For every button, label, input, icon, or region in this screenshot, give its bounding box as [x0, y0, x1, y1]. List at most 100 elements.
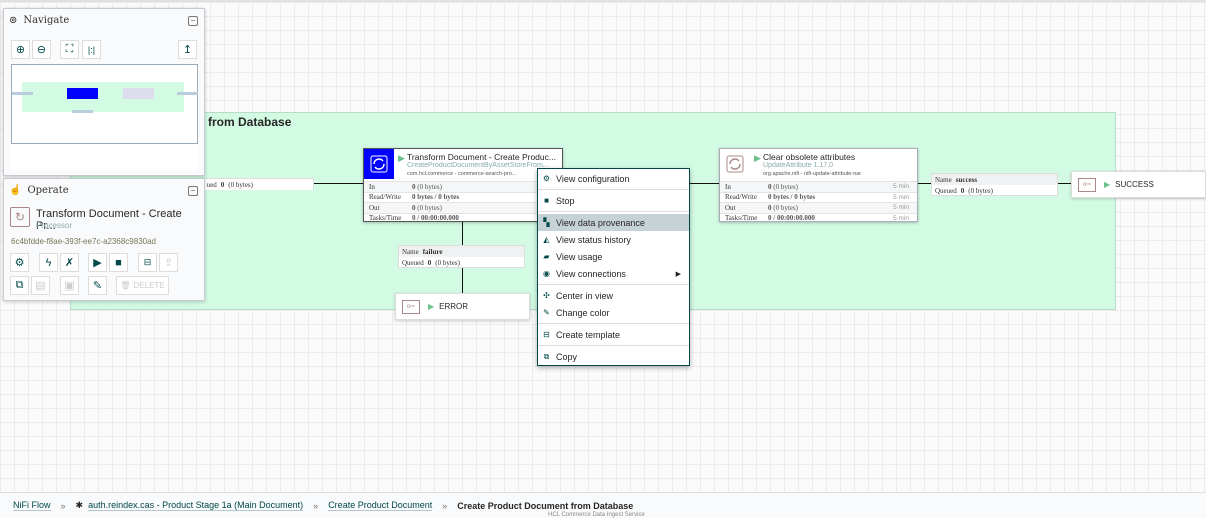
stat-bytes: (0 bytes) — [417, 182, 442, 191]
minimize-button[interactable]: − — [188, 16, 198, 26]
stat-value: 0 — [412, 182, 416, 191]
stat-label: Read/Write — [369, 193, 401, 202]
menu-item-view-configuration[interactable]: ⚙ View configuration — [538, 170, 689, 187]
processor-bundle: org.apache.nifi - nifi-update-attribute-… — [763, 171, 862, 177]
upload-template-button[interactable]: ⇪ — [159, 253, 178, 272]
create-template-button[interactable]: ⊟ — [138, 253, 157, 272]
running-icon: ▶ — [428, 302, 435, 311]
actual-size-button[interactable]: |:| — [82, 40, 101, 59]
menu-item-copy[interactable]: ⧉Copy — [538, 348, 689, 365]
menu-item-view-data-provenance[interactable]: ▚View data provenance — [538, 214, 689, 231]
menu-item-label: Center in view — [556, 290, 614, 301]
stat-time: 5 min — [893, 214, 909, 222]
menu-item-label: Change color — [556, 307, 610, 318]
copy-button[interactable]: ⧉ — [10, 276, 29, 295]
menu-item-view-connections[interactable]: ◉View connections▶ — [538, 265, 689, 282]
paintbrush-icon: ✎ — [543, 308, 550, 317]
queued-value: 0 — [220, 180, 225, 189]
processor-bundle: com.hcl.commerce - commerce-search-pro..… — [407, 171, 517, 177]
group-button[interactable]: ▣ — [60, 276, 79, 295]
menu-item-create-template[interactable]: ⊟ Create template — [538, 326, 689, 343]
connection-name: success — [955, 175, 978, 184]
stat-bytes: (0 bytes) — [773, 182, 798, 191]
stat-bytes: (0 bytes) — [417, 203, 442, 212]
menu-item-stop[interactable]: ■ Stop — [538, 192, 689, 209]
template-icon: ⊟ — [543, 330, 550, 339]
stat-time: 5 min — [893, 204, 909, 212]
minimize-button[interactable]: − — [188, 186, 198, 196]
connection-name: failure — [422, 247, 443, 256]
connection-line-success-1[interactable] — [690, 183, 720, 184]
menu-item-label: Create template — [556, 329, 621, 340]
stop-icon: ■ — [544, 196, 549, 205]
disable-button[interactable]: ✗ — [60, 253, 79, 272]
delete-button[interactable]: 🗑DELETE — [116, 276, 169, 295]
menu-item-label: View configuration — [556, 173, 630, 184]
context-menu: ⚙ View configuration ■ Stop ▚View data pro… — [537, 168, 690, 366]
breadcrumb-create-product-document[interactable]: Create Product Document — [328, 500, 433, 511]
menu-item-label: View usage — [556, 251, 603, 262]
navigate-panel: ⊚Navigate − ⊕ ⊖ ⛶ |:| ↥ — [3, 8, 205, 176]
breadcrumb-nifi-flow[interactable]: NiFi Flow — [13, 500, 51, 511]
processor-type: CreateProductDocumentByAssetStoreFrom... — [407, 162, 549, 169]
provenance-icon: ▚ — [543, 218, 550, 227]
queued-bytes: (0 bytes) — [435, 258, 460, 267]
zoom-out-button[interactable]: ⊖ — [32, 40, 51, 59]
queued-label: Queued — [935, 186, 957, 195]
breadcrumb: NiFi Flow » ✱ auth.reindex.cas - Product… — [0, 492, 1206, 518]
zoom-in-button[interactable]: ⊕ — [11, 40, 30, 59]
compass-icon: ⊚ — [9, 15, 18, 26]
menu-item-change-color[interactable]: ✎ Change color — [538, 304, 689, 321]
processor-transform-document[interactable]: ▶ Transform Document - Create Produc... … — [363, 148, 563, 222]
stat-value: 0 bytes / 0 bytes — [412, 193, 460, 202]
queued-value: 0 — [427, 258, 432, 267]
port-name: ERROR — [439, 302, 469, 311]
crosshair-icon: ✣ — [543, 291, 550, 300]
queued-value: 0 — [960, 186, 965, 195]
output-port-icon: o⇨ — [402, 299, 420, 314]
processor-icon — [364, 149, 394, 179]
menu-item-view-usage[interactable]: ▰ View usage — [538, 248, 689, 265]
menu-item-center-in-view[interactable]: ✣ Center in view — [538, 287, 689, 304]
output-port-success[interactable]: o⇨▶SUCCESS — [1071, 171, 1206, 198]
menu-item-label: View status history — [556, 234, 631, 245]
component-name: Transform Document - Create Pr... — [36, 208, 182, 232]
processor-clear-obsolete-attributes[interactable]: ▶ Clear obsolete attributes UpdateAttrib… — [719, 148, 918, 222]
output-port-error[interactable]: o⇨ ▶ ERROR — [395, 293, 530, 320]
queued-label: ued — [206, 180, 217, 189]
stat-label: Out — [369, 203, 380, 212]
breadcrumb-product-stage[interactable]: auth.reindex.cas - Product Stage 1a (Mai… — [88, 500, 304, 511]
processor-icon: ↻ — [10, 207, 30, 227]
stat-label: Tasks/Time — [369, 214, 402, 223]
birdseye-view[interactable] — [11, 64, 198, 144]
paste-button[interactable]: ▤ — [31, 276, 50, 295]
stat-value: 0 / 00:00:00.000 — [768, 214, 815, 223]
gear-icon: ⚙ — [542, 174, 551, 183]
stat-time: 5 min — [893, 183, 909, 191]
stop-button[interactable]: ■ — [109, 253, 128, 272]
hand-icon: ☝ — [9, 185, 22, 196]
trash-icon: 🗑 — [120, 281, 131, 290]
leave-group-button[interactable]: ↥ — [178, 40, 197, 59]
start-button[interactable]: ▶ — [88, 253, 107, 272]
chevron-right-icon: ▶ — [675, 270, 681, 278]
delete-label: DELETE — [133, 281, 165, 290]
breadcrumb-separator: » — [313, 500, 319, 511]
enable-button[interactable]: ϟ — [39, 253, 58, 272]
menu-item-label: Stop — [556, 195, 575, 206]
change-color-button[interactable]: ✎ — [88, 276, 107, 295]
menu-item-label: Copy — [556, 351, 578, 362]
stat-label: Read/Write — [725, 193, 757, 202]
fit-button[interactable]: ⛶ — [60, 40, 79, 59]
stat-value: 0 — [768, 182, 772, 191]
stat-value: 0 / 00:00:00.000 — [412, 214, 459, 223]
menu-item-view-status-history[interactable]: ◭View status history — [538, 231, 689, 248]
book-icon: ▰ — [543, 252, 550, 261]
configure-button[interactable]: ⚙ — [10, 253, 29, 272]
